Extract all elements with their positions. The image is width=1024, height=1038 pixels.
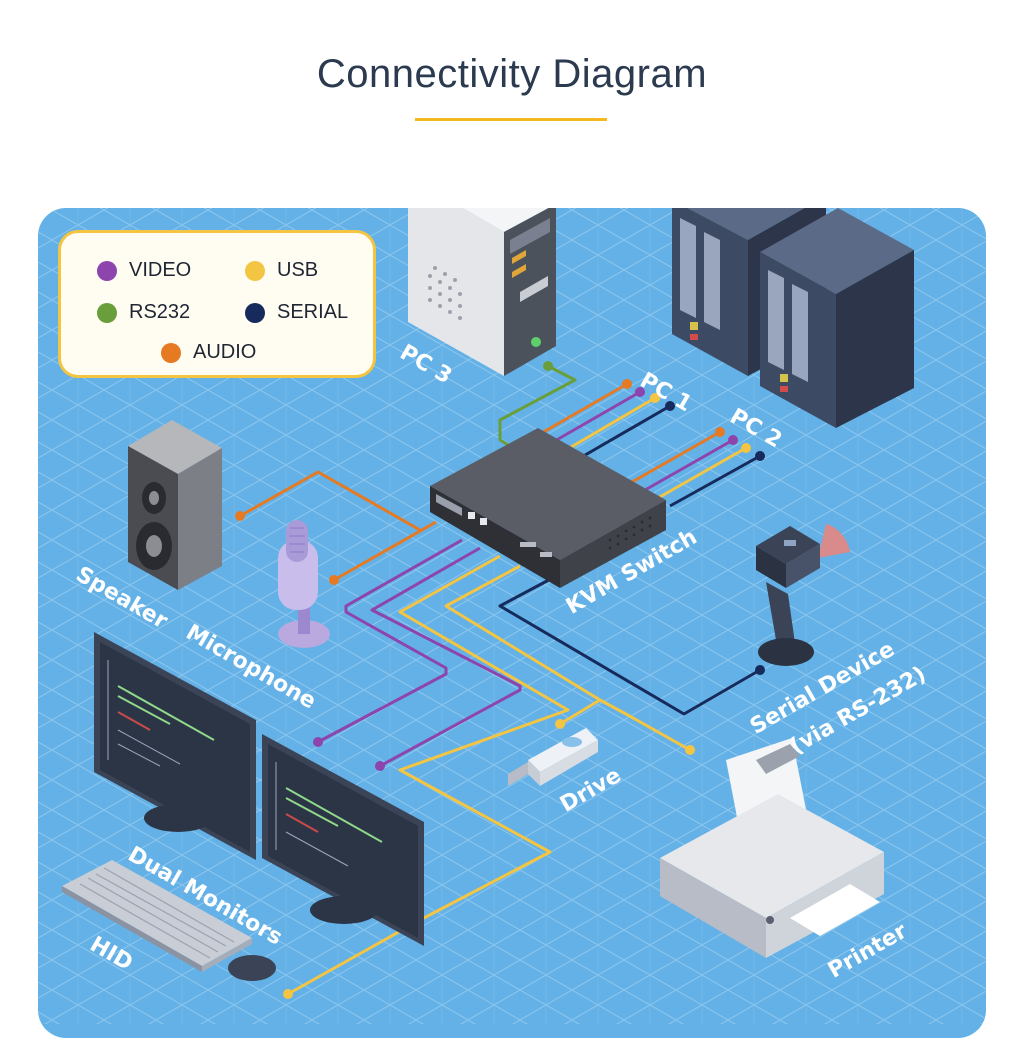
legend-item-rs232: RS232 [97, 301, 190, 324]
serial-device [756, 524, 850, 666]
cable-usb-pc2 [657, 446, 747, 500]
cable-audio-microphone [333, 520, 437, 582]
legend-item-usb: USB [245, 259, 318, 282]
title-underline [415, 118, 607, 121]
cable-usb-drive [444, 564, 602, 726]
kvm-logo [436, 494, 462, 516]
printer [660, 738, 884, 958]
legend: VIDEO USB RS232 SERIAL AUDIO [58, 230, 376, 378]
microphone [278, 520, 330, 648]
legend-item-video: VIDEO [97, 259, 191, 282]
page-title: Connectivity Diagram [316, 52, 708, 96]
keyboard [62, 860, 252, 972]
video-color-swatch [97, 260, 117, 281]
kvm-switch [430, 428, 666, 588]
legend-label-audio: AUDIO [193, 341, 257, 363]
cable-serial-device [498, 572, 761, 716]
usb-drive [508, 728, 598, 786]
serial-color-swatch [245, 302, 265, 323]
monitor-right [262, 734, 424, 946]
cable-serial-pc1 [579, 404, 671, 460]
cable-usb-printer [599, 698, 691, 752]
audio-color-swatch [161, 342, 181, 363]
cable-video-monitor-2 [370, 546, 522, 768]
cable-rs232-pc3 [498, 364, 577, 454]
cable-usb-pc1 [565, 396, 656, 452]
rs232-color-swatch [97, 302, 117, 323]
power-led [531, 337, 541, 347]
legend-item-audio: AUDIO [161, 341, 256, 364]
cable-audio-speaker [239, 470, 421, 532]
legend-label-video: VIDEO [129, 259, 192, 281]
cable-serial-pc2 [669, 454, 761, 508]
cable-video-pc2 [644, 438, 734, 492]
legend-label-usb: USB [277, 259, 319, 281]
usb-color-swatch [245, 260, 265, 281]
cable-video-monitor-1 [317, 538, 463, 744]
cable-audio-pc2 [631, 430, 721, 484]
cable-video-pc1 [552, 390, 641, 444]
pc3-tower [408, 208, 556, 376]
cable-audio-pc1 [539, 382, 628, 436]
monitor-left [94, 632, 256, 860]
legend-item-serial: SERIAL [245, 301, 348, 324]
pc2-server [760, 208, 914, 428]
mouse [228, 955, 276, 981]
legend-label-serial: SERIAL [277, 301, 349, 323]
speaker [128, 420, 222, 590]
cable-endpoints [235, 361, 765, 999]
legend-label-rs232: RS232 [129, 301, 191, 323]
